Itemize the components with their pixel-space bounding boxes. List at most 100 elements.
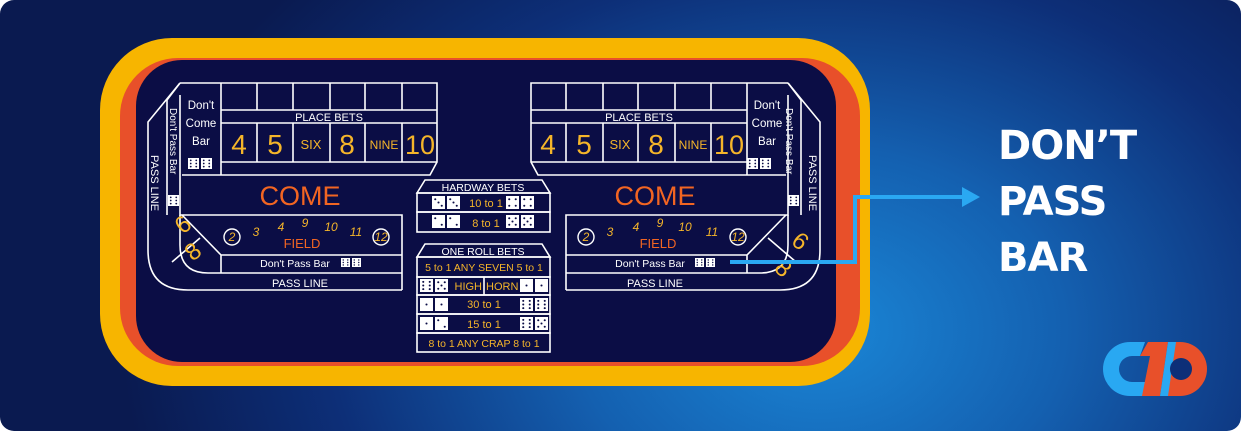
any-crap: 8 to 1 ANY CRAP 8 to 1 (428, 338, 539, 350)
place-5: 5 (267, 129, 283, 160)
field-number: 4 (278, 220, 285, 234)
pass-line-vertical: PASS LINE (806, 155, 818, 211)
come-label: COME (615, 181, 696, 211)
die-1-icon (420, 298, 433, 311)
dont-come-bar-label-1: Don't (754, 100, 781, 112)
table-half-left (147, 82, 438, 291)
hardway-row-1-payout: 10 to 1 (469, 198, 503, 210)
die-3-icon (447, 196, 460, 209)
brand-logo (1103, 342, 1207, 396)
dice-icons (168, 158, 799, 330)
die-4-icon (506, 196, 519, 209)
dont-pass-bar-vertical: Don't Pass Bar (167, 108, 178, 175)
field-number: 11 (350, 225, 362, 239)
field-number: 10 (324, 220, 338, 234)
one-roll-bets-box: ONE ROLL BETS 5 to 1 ANY SEVEN 5 to 1 HI… (415, 243, 552, 353)
pass-line-label: PASS LINE (627, 278, 683, 290)
hardway-row-2-payout: 8 to 1 (472, 218, 500, 230)
place-8: 8 (339, 129, 355, 160)
field-label: FIELD (284, 236, 321, 251)
right-layout-text: Don't Come Bar PLACE BETS 4 5 SIX 8 NINE… (540, 100, 818, 290)
arrow-right-icon (730, 187, 980, 264)
hardway-bets-box: HARDWAY BETS 10 to 1 8 to 1 (415, 179, 552, 233)
field-number: 2 (228, 230, 236, 244)
dont-pass-bar-label: Don't Pass Bar (615, 258, 685, 270)
die-6-icon (341, 258, 350, 267)
place-nine: NINE (370, 138, 399, 152)
die-2-icon (432, 215, 445, 228)
die-5-icon (535, 317, 548, 330)
any-seven: 5 to 1 ANY SEVEN 5 to 1 (425, 262, 543, 274)
die-6-icon (520, 298, 533, 311)
place-8: 8 (648, 129, 664, 160)
die-6-icon (188, 158, 199, 169)
place-six: SIX (301, 137, 322, 152)
field-circle (729, 228, 747, 246)
field-number: 12 (731, 230, 745, 244)
die-6-icon (201, 158, 212, 169)
place-bets-label: PLACE BETS (295, 112, 363, 124)
die-2-icon (435, 317, 448, 330)
place-six: SIX (610, 137, 631, 152)
place-10: 10 (714, 130, 744, 160)
field-number: 4 (633, 220, 640, 234)
dont-come-bar-label-2: Come (752, 118, 783, 130)
callout-line-2: PASS (998, 179, 1107, 225)
pass-line-vertical: PASS LINE (148, 155, 160, 211)
die-6-icon (520, 317, 533, 330)
place-bets-label: PLACE BETS (605, 112, 673, 124)
place-4: 4 (231, 129, 247, 160)
die-6-icon (420, 279, 433, 292)
dont-pass-bar-vertical: Don't Pass Bar (783, 108, 794, 175)
one-roll-row-30: 30 to 1 (467, 299, 501, 311)
callout-line-3: BAR (998, 235, 1088, 281)
die-6-icon (352, 258, 361, 267)
dont-come-bar-label-3: Bar (758, 136, 776, 148)
field-number: 3 (607, 225, 614, 239)
field-number: 9 (302, 216, 309, 230)
pass-line-label: PASS LINE (272, 278, 328, 290)
field-number: 3 (253, 225, 260, 239)
die-1-icon (520, 279, 533, 292)
come-label: COME (260, 181, 341, 211)
one-roll-row-15: 15 to 1 (467, 319, 501, 331)
field-number: 12 (374, 230, 388, 244)
die-5-icon (435, 279, 448, 292)
die-4-icon (521, 196, 534, 209)
field-number: 9 (657, 216, 664, 230)
dont-pass-bar-label: Don't Pass Bar (260, 258, 330, 270)
die-1-icon (420, 317, 433, 330)
field-number: 2 (582, 230, 590, 244)
dont-come-bar-label-3: Bar (192, 136, 210, 148)
die-1-icon (435, 298, 448, 311)
dont-pass-bar-callout: DON’T PASS BAR (998, 118, 1137, 286)
dont-come-bar-label-1: Don't (188, 100, 215, 112)
place-5: 5 (576, 129, 592, 160)
field-number: 10 (678, 220, 692, 234)
field-circle (577, 228, 595, 246)
field-circle (223, 228, 241, 246)
hardway-title: HARDWAY BETS (442, 182, 525, 194)
die-6-icon (695, 258, 704, 267)
horn-label: HORN (486, 281, 518, 293)
dont-come-bar-label-2: Come (186, 118, 217, 130)
field-number: 11 (706, 225, 718, 239)
die-3-icon (432, 196, 445, 209)
die-2-icon (447, 215, 460, 228)
die-6-icon (535, 298, 548, 311)
die-5-icon (521, 215, 534, 228)
die-6-icon (706, 258, 715, 267)
die-6-icon (747, 158, 758, 169)
field-circle (372, 228, 390, 246)
place-nine: NINE (679, 138, 708, 152)
table-felt (136, 60, 836, 362)
die-6-icon (168, 195, 179, 206)
one-roll-title: ONE ROLL BETS (441, 246, 524, 258)
die-1-icon (535, 279, 548, 292)
die-5-icon (506, 215, 519, 228)
place-4: 4 (540, 129, 556, 160)
field-label: FIELD (640, 236, 677, 251)
high-label: HIGH (455, 281, 483, 293)
